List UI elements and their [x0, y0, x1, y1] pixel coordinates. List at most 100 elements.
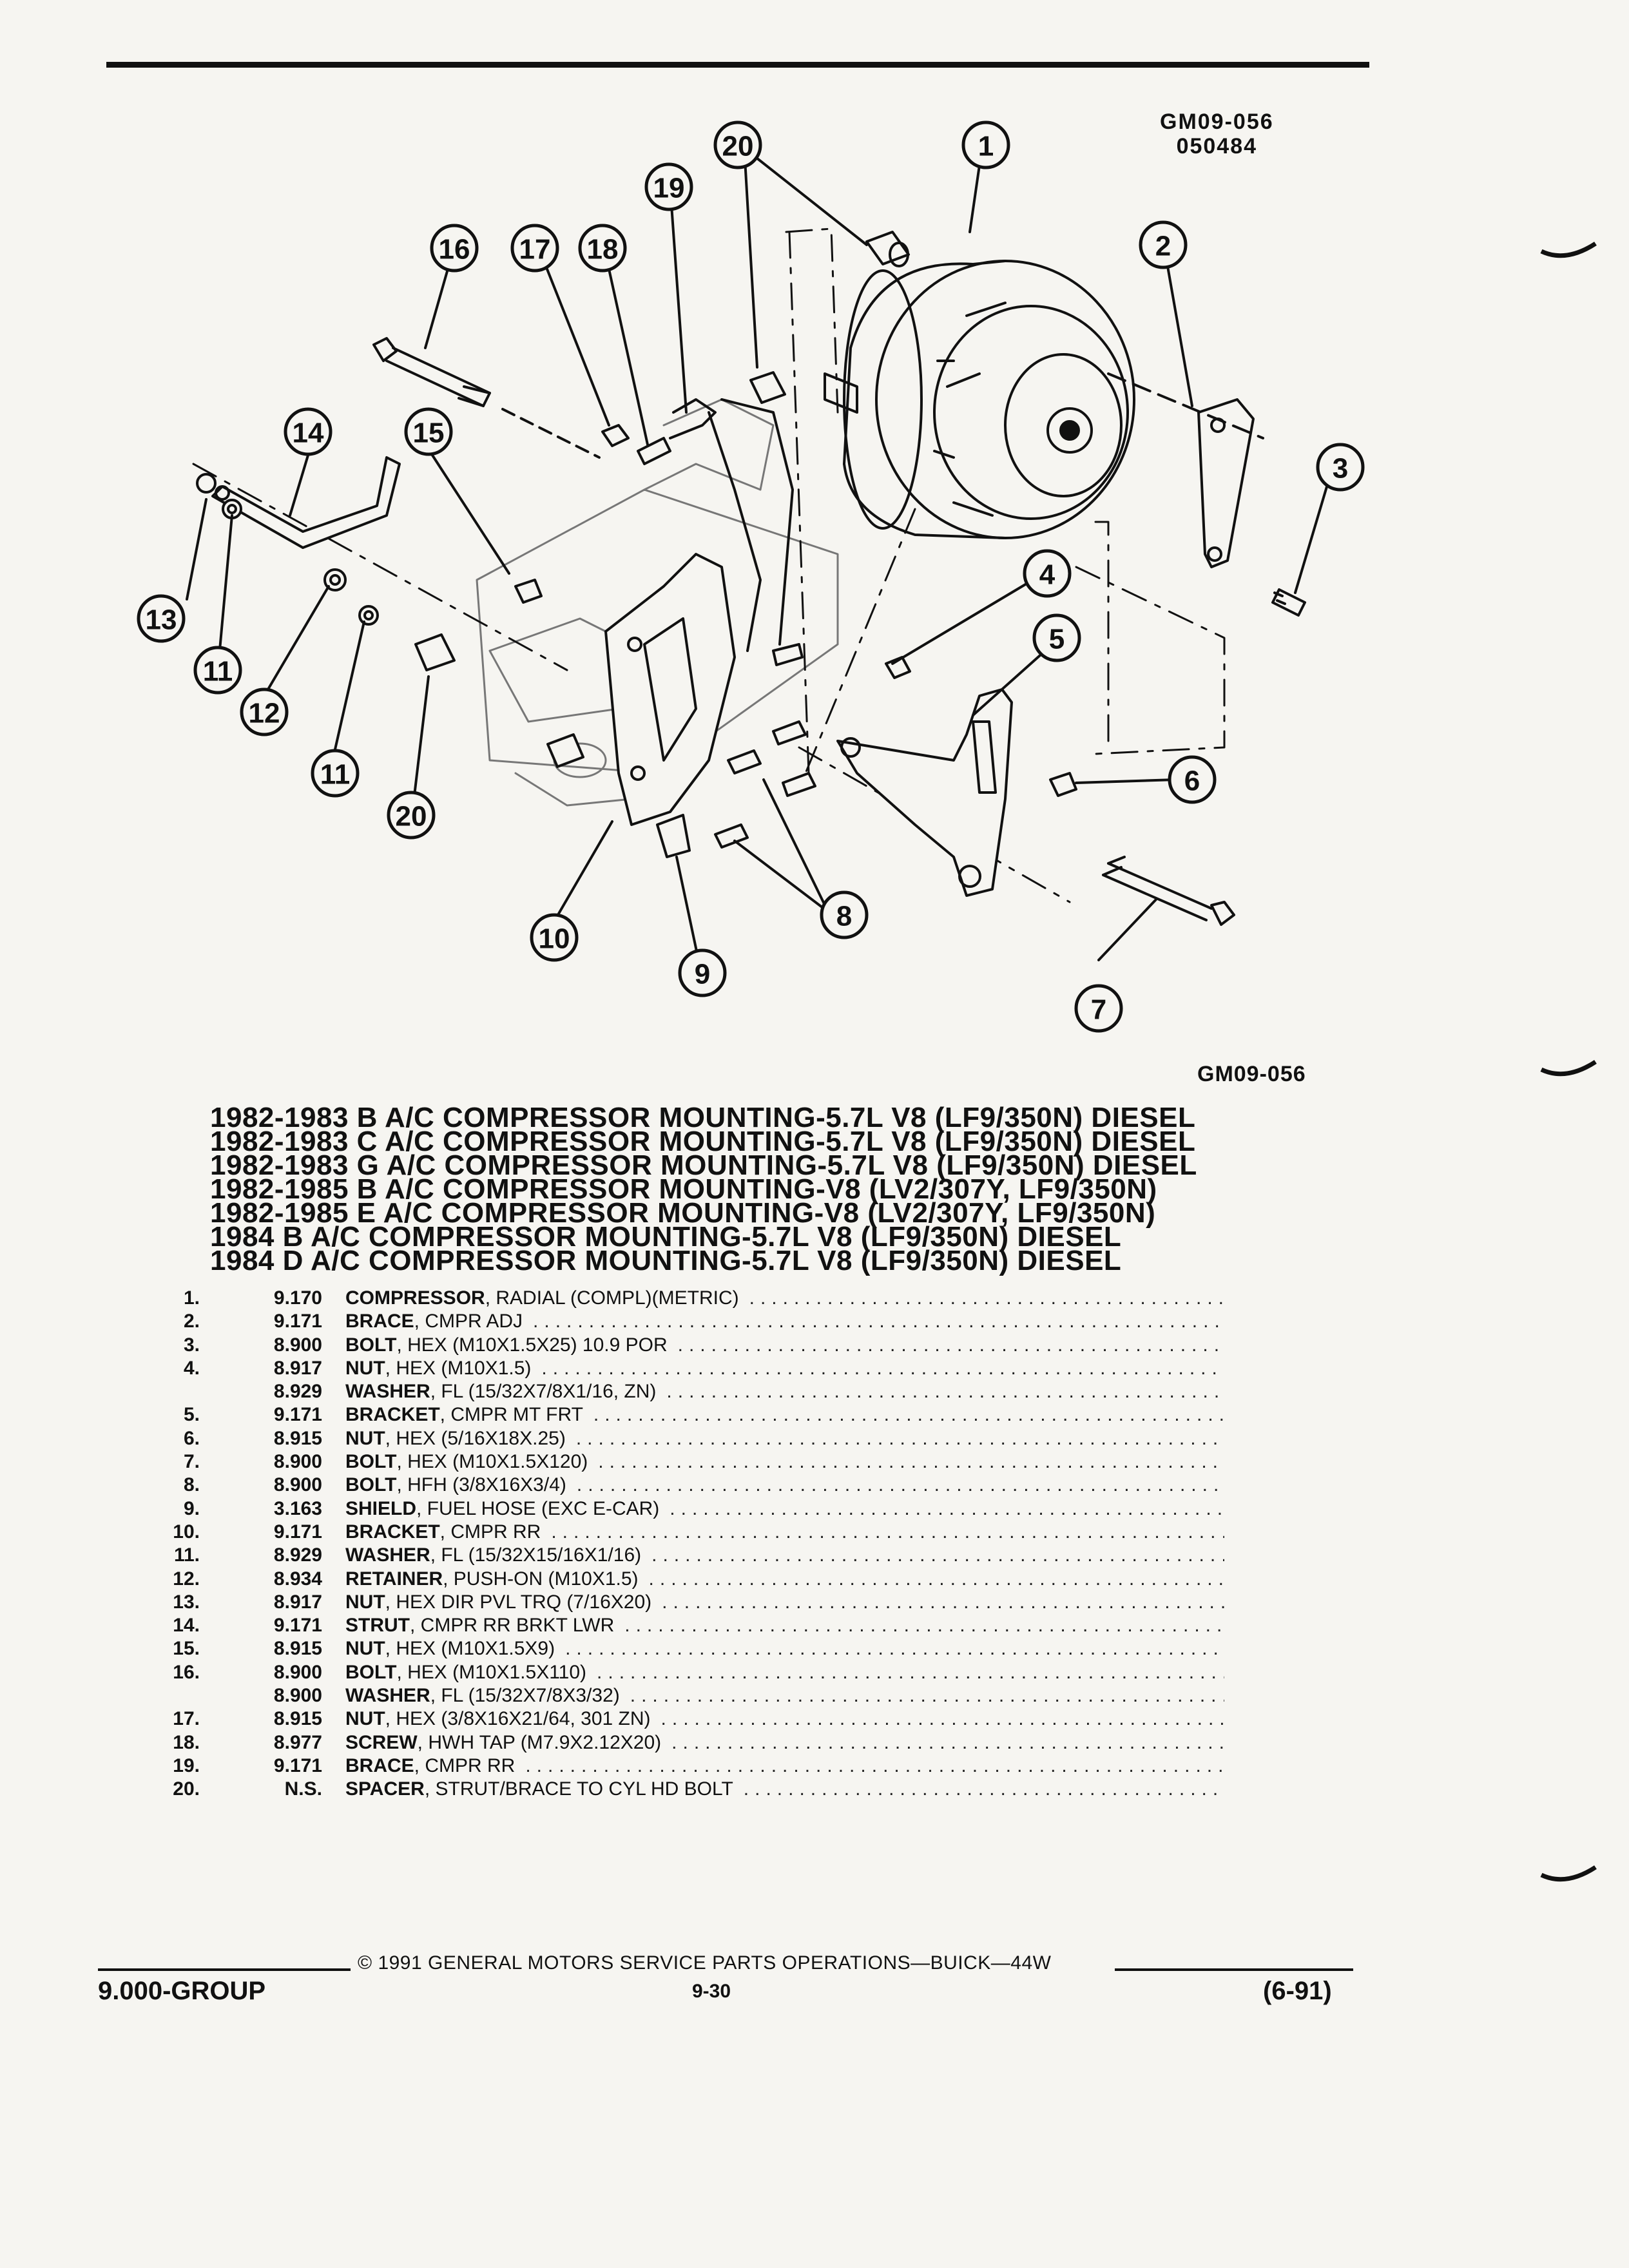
callout-2: 2 [1139, 220, 1188, 269]
callout-11-b: 11 [311, 749, 360, 798]
group-number: 8.917 [273, 1591, 322, 1613]
dot-leader: ........................................… [670, 1497, 1224, 1519]
callout-3: 3 [1316, 443, 1365, 492]
part-description: , HEX (3/8X16X21/64, 301 ZN) [385, 1708, 651, 1730]
parts-row: 20.N.S.SPACER, STRUT/BRACE TO CYL HD BOL… [168, 1778, 1224, 1802]
bolt-7-illustration [1102, 856, 1235, 926]
callout-18: 18 [578, 224, 627, 273]
part-number: 11. [173, 1544, 200, 1566]
part-description: , HEX (M10X1.5X25) 10.9 POR [396, 1334, 668, 1356]
callout-4: 4 [1023, 549, 1072, 598]
dot-leader: ........................................… [749, 1287, 1224, 1309]
part-number: 5. [183, 1404, 200, 1426]
group-number: 8.900 [273, 1334, 322, 1356]
callout-18-label: 18 [587, 234, 619, 265]
group-number: N.S. [284, 1778, 322, 1800]
callout-7: 7 [1074, 984, 1123, 1033]
part-number: 13. [173, 1591, 200, 1613]
group-number: 8.929 [273, 1381, 322, 1403]
dot-leader: ........................................… [593, 1404, 1224, 1426]
part-name: BOLT [345, 1474, 397, 1496]
section-title: 1982-1983 C A/C COMPRESSOR MOUNTING-5.7L… [210, 1126, 1196, 1157]
dot-leader: ........................................… [624, 1615, 1224, 1637]
group-number: 8.900 [273, 1451, 322, 1473]
binding-mark [1540, 1865, 1597, 1882]
dot-leader: ........................................… [565, 1638, 1224, 1660]
callout-20-label: 20 [722, 131, 754, 162]
dot-leader: ........................................… [575, 1427, 1224, 1449]
callout-10-label: 10 [539, 923, 570, 955]
callout-6: 6 [1168, 755, 1217, 804]
part-name: SCREW [345, 1731, 418, 1753]
part-name: WASHER [345, 1544, 430, 1566]
part-description: , FL (15/32X15/16X1/16) [430, 1544, 642, 1566]
callout-11-b-label: 11 [320, 759, 351, 791]
dot-leader: ........................................… [660, 1708, 1224, 1730]
part-description: , HWH TAP (M7.9X2.12X20) [417, 1731, 662, 1753]
footer-date: (6-91) [1263, 1977, 1332, 2005]
bracket-rr-illustration [604, 553, 736, 826]
part-description: , CMPR MT FRT [439, 1404, 583, 1426]
group-number: 9.171 [273, 1521, 322, 1542]
part-name: BRACKET [345, 1521, 440, 1542]
callout-20-b-label: 20 [396, 801, 427, 832]
small-hardware-illustration [196, 473, 1077, 849]
callout-3-label: 3 [1333, 453, 1348, 485]
dot-leader: ........................................… [743, 1778, 1224, 1800]
group-number: 9.171 [273, 1754, 322, 1776]
part-name: SHIELD [345, 1497, 417, 1519]
callout-15-label: 15 [413, 418, 445, 449]
part-number: 1. [183, 1287, 200, 1309]
footer-rule-left [98, 1968, 351, 1971]
part-number: 19. [173, 1754, 200, 1776]
part-name: BRACKET [345, 1404, 440, 1426]
spacer-illustrations [414, 231, 910, 768]
group-number: 8.900 [273, 1661, 322, 1683]
callout-1-label: 1 [978, 131, 994, 162]
part-number: 15. [173, 1638, 200, 1660]
part-number: 8. [183, 1474, 200, 1496]
callout-14: 14 [284, 407, 333, 456]
callout-8: 8 [820, 890, 869, 939]
callout-6-label: 6 [1184, 765, 1200, 797]
part-number: 4. [183, 1357, 200, 1379]
callout-15: 15 [404, 407, 453, 456]
part-name: NUT [345, 1357, 385, 1379]
part-description: , CMPR ADJ [414, 1311, 523, 1332]
part-description: , FL (15/32X7/8X3/32) [430, 1685, 620, 1707]
upper-hardware-illustration [601, 398, 794, 652]
part-number: 16. [173, 1661, 200, 1683]
dot-leader: ........................................… [630, 1685, 1224, 1707]
part-description: , CMPR RR [414, 1754, 516, 1776]
group-number: 8.977 [273, 1731, 322, 1753]
section-title: 1982-1985 B A/C COMPRESSOR MOUNTING-V8 (… [210, 1173, 1157, 1205]
part-description: , HEX (M10X1.5X120) [396, 1451, 588, 1473]
exploded-parts-diagram: 1 2 3 4 5 6 7 8 9 10 11 11 12 13 14 15 1… [137, 120, 1365, 1033]
section-title: 1982-1983 G A/C COMPRESSOR MOUNTING-5.7L… [210, 1149, 1197, 1181]
callout-17: 17 [510, 224, 559, 273]
callout-14-label: 14 [293, 418, 324, 449]
group-number: 8.900 [273, 1685, 322, 1707]
part-name: BOLT [345, 1334, 397, 1356]
part-number: 6. [183, 1427, 200, 1449]
group-number: 8.915 [273, 1427, 322, 1449]
part-name: BOLT [345, 1661, 397, 1683]
callout-2-label: 2 [1155, 231, 1171, 262]
section-title: 1984 D A/C COMPRESSOR MOUNTING-5.7L V8 (… [210, 1245, 1122, 1276]
callout-17-label: 17 [519, 234, 551, 265]
dot-leader: ........................................… [662, 1591, 1224, 1613]
bolt-16-illustration [372, 337, 601, 459]
group-number: 9.170 [273, 1287, 322, 1309]
part-number: 2. [183, 1311, 200, 1332]
callout-4-label: 4 [1039, 559, 1055, 591]
part-name: STRUT [345, 1615, 410, 1637]
dot-leader: ........................................… [666, 1381, 1224, 1403]
dot-leader: ........................................… [651, 1544, 1224, 1566]
